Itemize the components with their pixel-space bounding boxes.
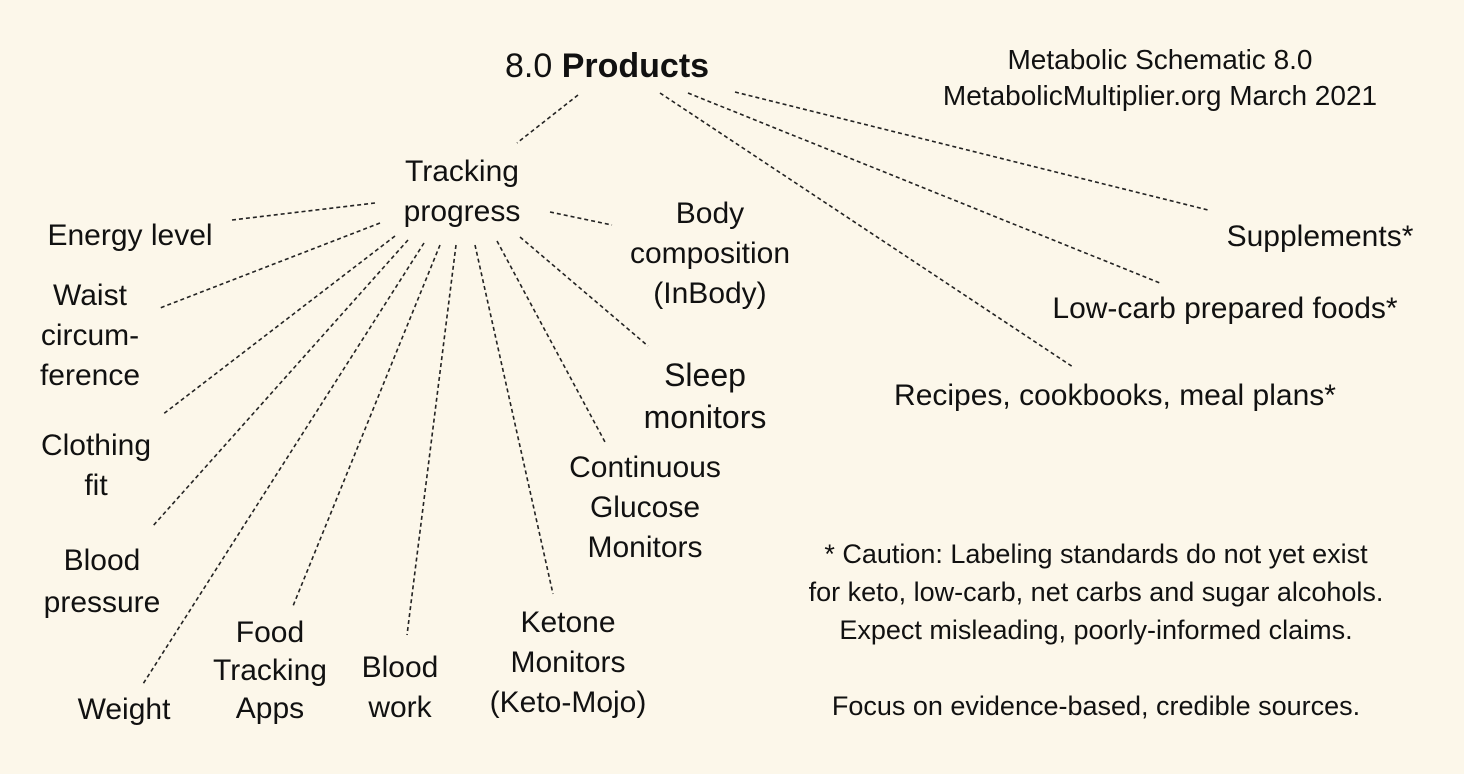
line-title-to-tracking — [516, 94, 579, 144]
line-tracking-to-sleep — [519, 236, 649, 347]
line-tracking-to-waist — [159, 222, 381, 309]
node-waist-circumference: Waist circum- ference — [39, 279, 141, 392]
node-energy-level: Energy level — [47, 219, 213, 252]
line-tracking-to-cgm — [496, 240, 606, 443]
line-tracking-to-ketone — [474, 244, 554, 595]
node-weight: Weight — [77, 693, 171, 726]
diagram-title: 8.0 Products — [505, 46, 709, 86]
caution-note: * Caution: Labeling standards do not yet… — [740, 535, 1452, 725]
caution-line-1: * Caution: Labeling standards do not yet… — [824, 539, 1368, 569]
caution-line-2: for keto, low-carb, net carbs and sugar … — [808, 577, 1384, 607]
line-tracking-to-weight — [142, 242, 425, 685]
title-bold: Products — [561, 47, 710, 85]
node-recipes-cookbooks-meal-plans: Recipes, cookbooks, meal plans* — [894, 379, 1336, 412]
node-blood-work: Blood work — [361, 651, 439, 724]
line-tracking-to-food — [292, 244, 441, 607]
line-tracking-to-clothing — [161, 235, 396, 416]
line-tracking-to-bloodwork — [406, 244, 457, 636]
meta-line-2: MetabolicMultiplier.org March 2021 — [942, 80, 1378, 111]
line-title-to-supplements — [734, 91, 1209, 211]
node-blood-pressure: Blood pressure — [43, 544, 161, 619]
title-prefix: 8.0 — [505, 47, 553, 85]
caution-line-4: Focus on evidence-based, credible source… — [831, 691, 1361, 721]
node-food-tracking-apps: Food Tracking Apps — [213, 616, 327, 725]
line-tracking-to-bp — [151, 239, 409, 528]
node-tracking-progress: Tracking progress — [403, 155, 521, 228]
node-supplements: Supplements* — [1226, 220, 1414, 253]
node-body-composition: Body composition (InBody) — [629, 197, 791, 310]
line-title-to-lowcarb — [687, 92, 1161, 284]
node-low-carb-prepared-foods: Low-carb prepared foods* — [1052, 292, 1398, 325]
meta-line-1: Metabolic Schematic 8.0 — [1007, 44, 1313, 75]
caution-line-3: Expect misleading, poorly-informed claim… — [839, 615, 1353, 645]
node-clothing-fit: Clothing fit — [40, 429, 152, 502]
line-title-to-recipes — [659, 92, 1074, 368]
node-continuous-glucose-monitors: Continuous Glucose Monitors — [569, 451, 721, 564]
line-tracking-to-body — [549, 211, 613, 226]
line-tracking-to-energy — [231, 202, 376, 221]
schematic-meta: Metabolic Schematic 8.0 MetabolicMultipl… — [880, 42, 1440, 114]
node-sleep-monitors: Sleep monitors — [643, 357, 767, 435]
node-ketone-monitors: Ketone Monitors (Keto-Mojo) — [489, 606, 647, 719]
